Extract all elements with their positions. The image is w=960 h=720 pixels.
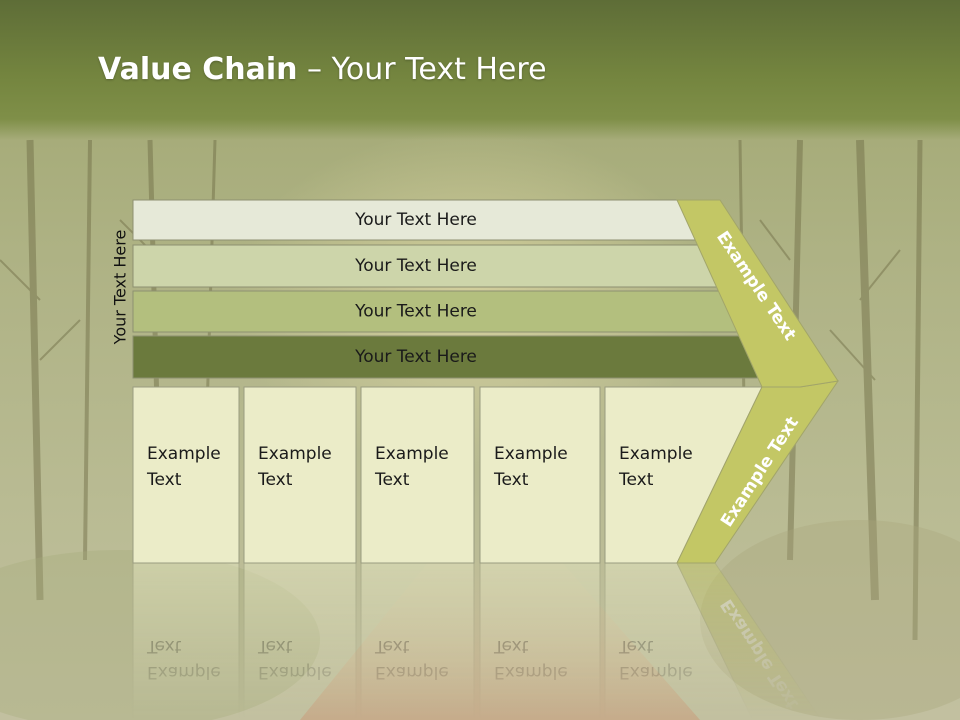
reflection-example-box-2 (243, 562, 357, 720)
row-label-3: Your Text Here (354, 302, 477, 322)
example-box-4-line1: Example (494, 444, 568, 464)
example-box-2-line2: Text (257, 470, 293, 490)
title-bar (0, 0, 960, 140)
example-box-1-line1: Example (147, 444, 221, 464)
reflection-example-box-4-line1: Example (494, 662, 568, 682)
example-box-4-line2: Text (493, 470, 529, 490)
reflection-example-box-1-line1: Example (147, 662, 221, 682)
reflection-example-box-4 (479, 562, 601, 720)
title-bold: Value Chain (98, 52, 298, 87)
title-rest: – Your Text Here (297, 52, 547, 87)
example-box-1-line2: Text (146, 470, 182, 490)
reflection-example-box-2-line2: Text (257, 636, 293, 656)
reflection-example-box-3-line2: Text (374, 636, 410, 656)
reflection-example-box-5-line1: Example (619, 662, 693, 682)
upper-chevron (676, 199, 839, 388)
side-label: Your Text Here (111, 230, 130, 346)
example-box-2-line1: Example (258, 444, 332, 464)
reflection-example-box-5-line2: Text (618, 636, 654, 656)
row-label-2: Your Text Here (354, 256, 477, 276)
example-box-3-line1: Example (375, 444, 449, 464)
example-box-5-line2: Text (618, 470, 654, 490)
example-box-3-line2: Text (374, 470, 410, 490)
reflection-example-box-2-line1: Example (258, 662, 332, 682)
slide-title: Value Chain – Your Text Here (98, 52, 547, 87)
reflection-example-box-1 (132, 562, 240, 720)
reflection-lower-chevron (676, 562, 822, 720)
reflection-example-box-4-line2: Text (493, 636, 529, 656)
example-box-5-line1: Example (619, 444, 693, 464)
row-label-1: Your Text Here (354, 210, 477, 230)
reflection-example-box-1-line2: Text (146, 636, 182, 656)
reflection-example-box-3-line1: Example (375, 662, 449, 682)
row-label-4: Your Text Here (354, 347, 477, 367)
reflection-example-box-3 (360, 562, 475, 720)
